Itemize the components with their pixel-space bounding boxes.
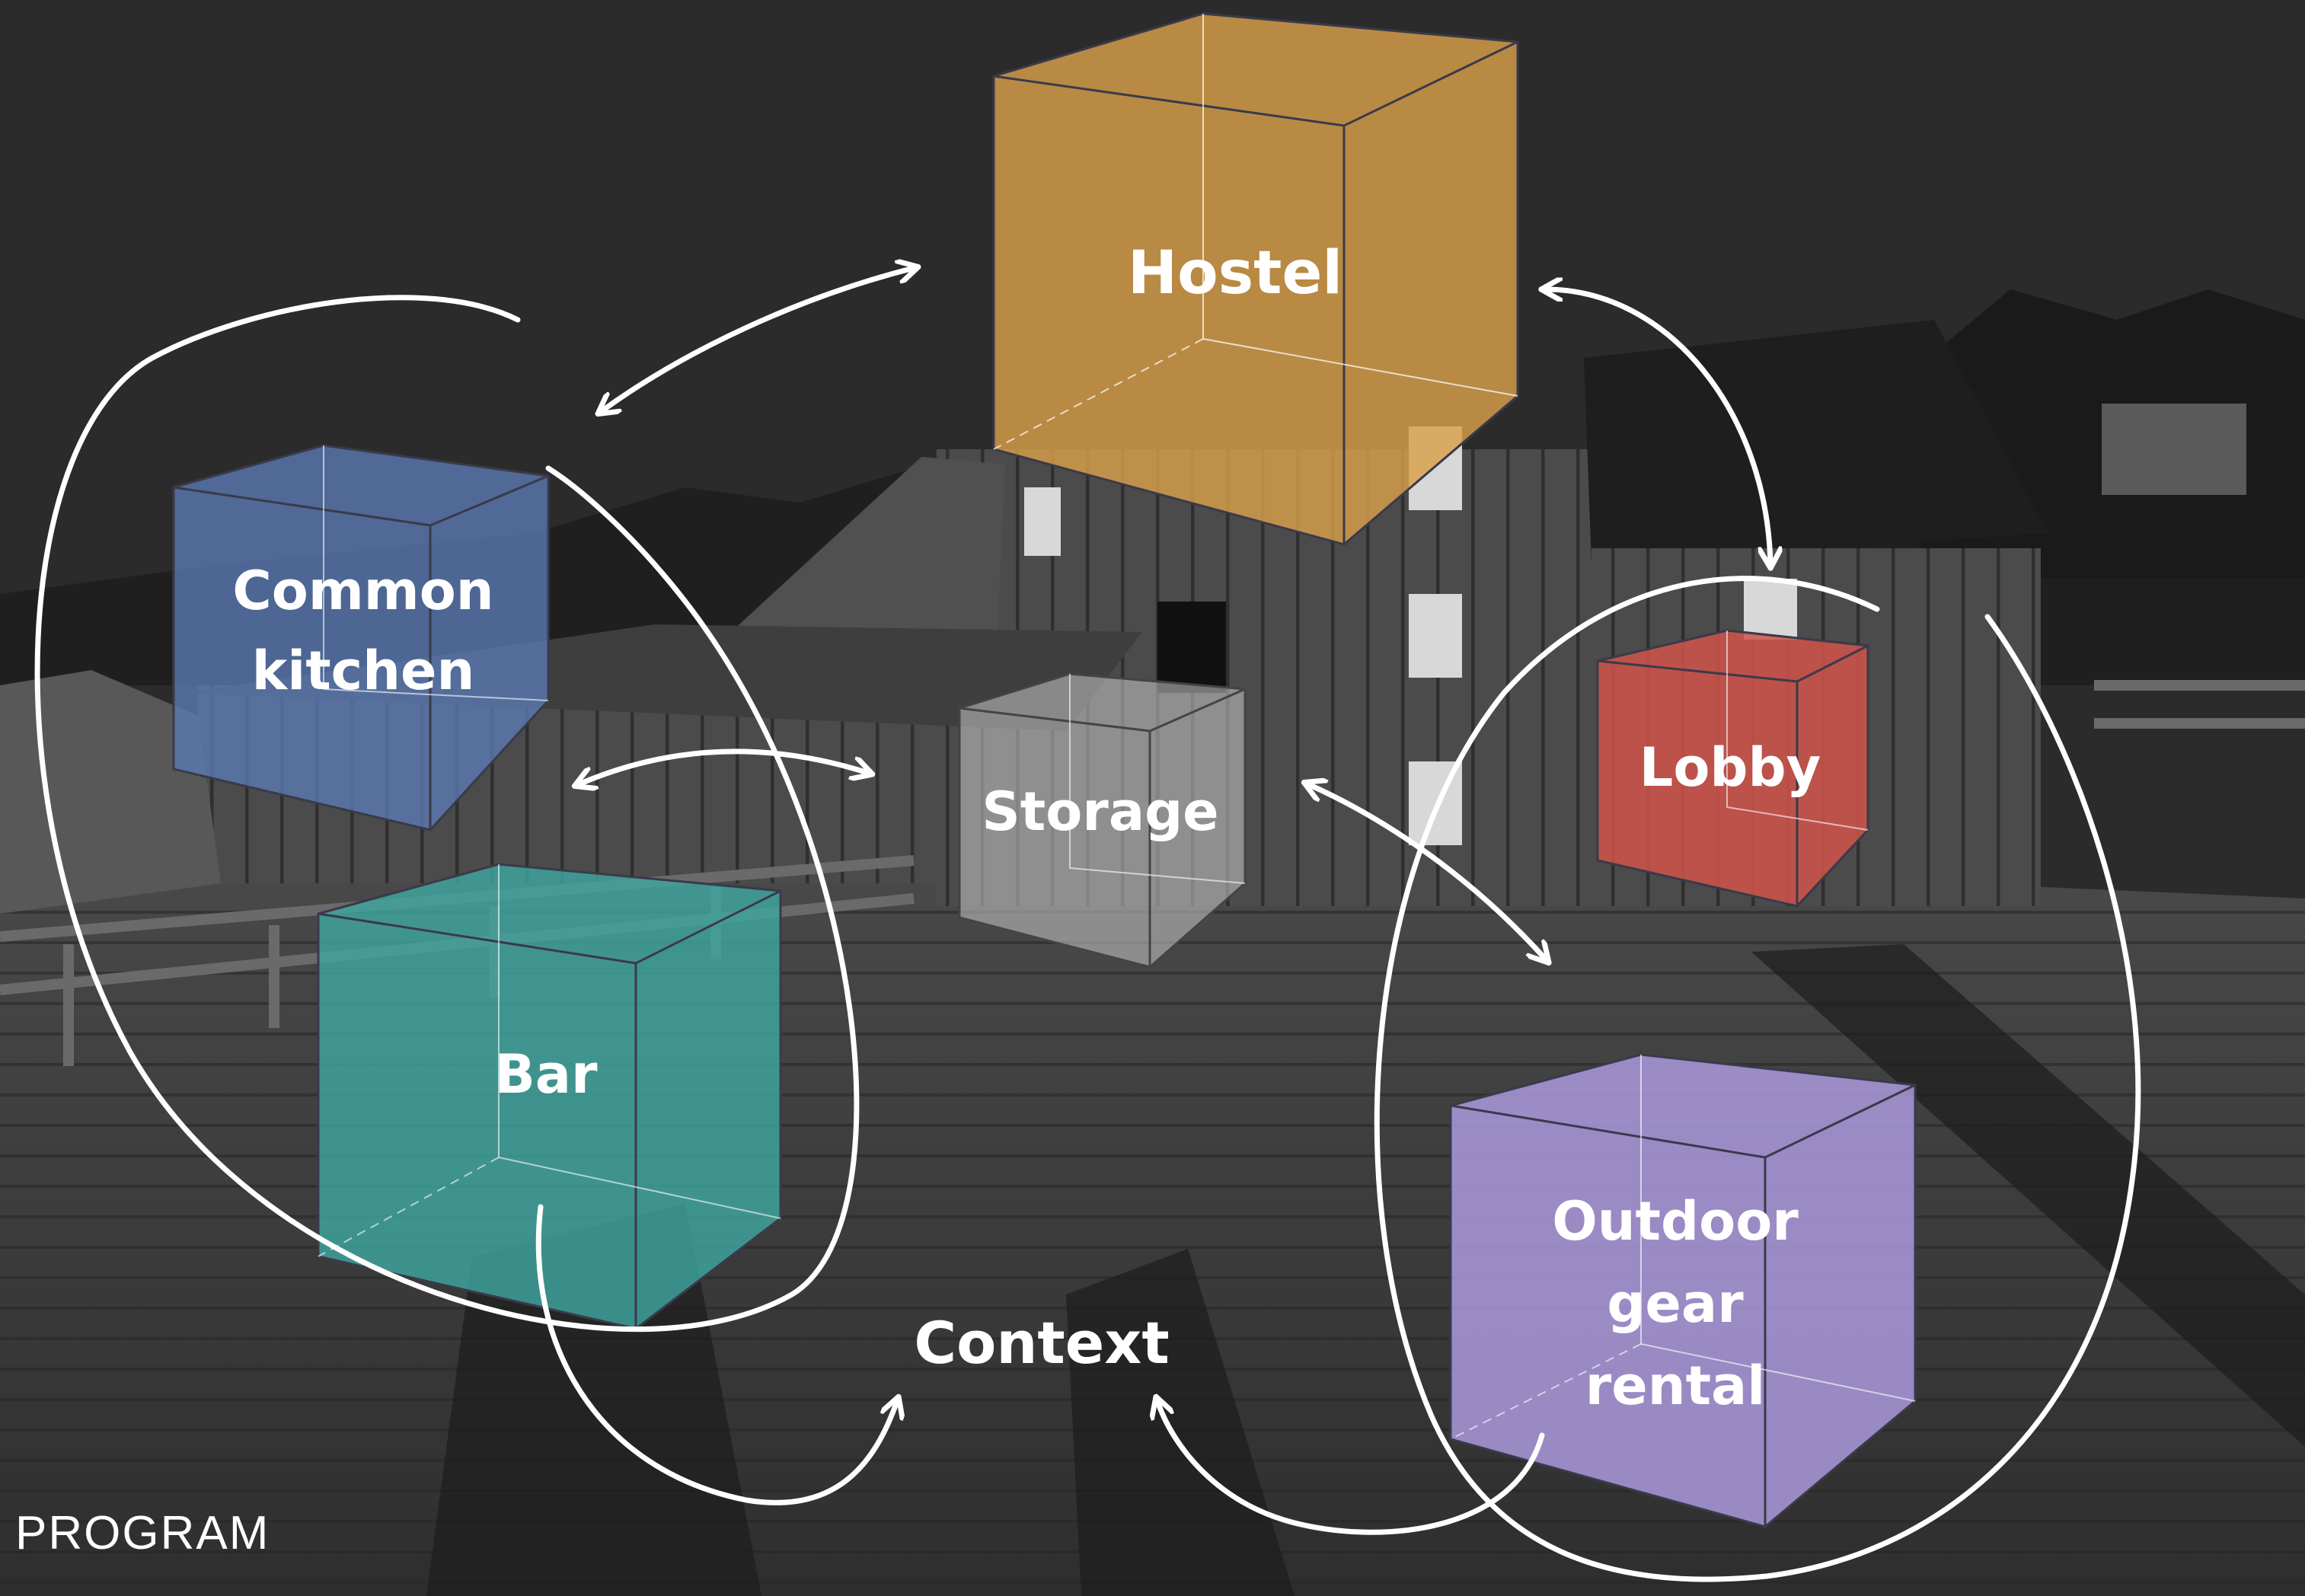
distant-house — [2102, 404, 2246, 495]
door — [1157, 602, 1226, 693]
outdoor-gear-rental-label-line: gear — [1607, 1272, 1744, 1335]
left-cluster-loop — [34, 295, 860, 1333]
outdoor-gear-rental-label-line: rental — [1585, 1355, 1766, 1417]
left-roof — [731, 457, 1005, 632]
low-roof — [183, 624, 1142, 731]
hostel-label: Hostel — [1128, 239, 1342, 308]
hostel-cube[interactable]: Hostel — [992, 12, 1519, 546]
lobby-label-line: Lobby — [1639, 736, 1821, 799]
bar-context-arrow — [535, 1204, 897, 1505]
lobby-cube[interactable]: Lobby — [1596, 629, 1869, 908]
program-caption: PROGRAM — [15, 1507, 270, 1559]
lobby-label: Lobby — [1639, 736, 1821, 799]
outdoor-gear-rental-cube[interactable]: Outdoor gear rental — [1449, 1053, 1917, 1528]
hostel-label-line: Hostel — [1128, 239, 1342, 308]
shadows — [426, 944, 2305, 1596]
common-kitchen-label-line: kitchen — [252, 640, 475, 702]
right-cluster-loop — [1374, 576, 2141, 1582]
common-kitchen-label-line: Common — [232, 560, 493, 622]
kitchen-storage-arrow — [579, 749, 868, 784]
context-label: Context — [914, 1309, 1169, 1377]
outdoor-context-arrow — [1157, 1401, 1545, 1535]
bar-label-line: Bar — [494, 1043, 598, 1106]
outdoor-gear-rental-label-line: Outdoor — [1552, 1190, 1799, 1253]
storage-outdoor-arrow — [1308, 784, 1546, 959]
storage-cube[interactable]: Storage — [958, 672, 1247, 969]
bar-cube[interactable]: Bar — [317, 863, 782, 1330]
bar-label: Bar — [494, 1043, 598, 1106]
hostel-kitchen-arrow — [602, 268, 914, 411]
common-kitchen-cube[interactable]: Common kitchen — [172, 444, 550, 832]
storage-label: Storage — [982, 780, 1218, 843]
relationship-lines — [34, 268, 2141, 1582]
outdoor-gear-rental-label: Outdoor gear rental — [1552, 1190, 1799, 1417]
storage-label-line: Storage — [982, 780, 1218, 843]
hostel-lobby-arrow — [1546, 289, 1770, 563]
common-kitchen-label: Common kitchen — [232, 560, 493, 702]
